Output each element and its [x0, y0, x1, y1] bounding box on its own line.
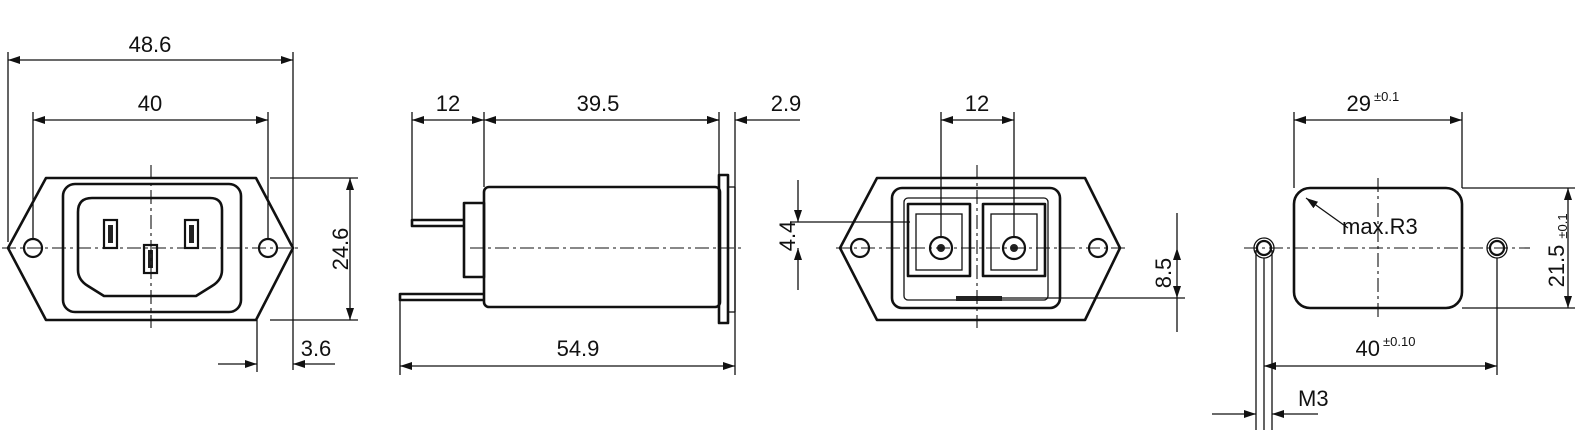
upper-tab — [410, 218, 464, 228]
rear-cap — [462, 201, 486, 279]
dim-flange-depth-label: 2.9 — [771, 91, 802, 116]
earth-pin — [108, 225, 113, 243]
dim-hole-spacing-cutout-label: 40 — [1356, 336, 1380, 361]
dim-total-length-label: 54.9 — [557, 336, 600, 361]
rear-view: 12 4.4 8.5 — [775, 91, 1185, 332]
dim-height-label: 24.6 — [328, 228, 353, 271]
dim-contact-offset-label: 4.4 — [775, 221, 800, 252]
dim-body-length-label: 39.5 — [577, 91, 620, 116]
dim-overall-width-label: 48.6 — [129, 32, 172, 57]
rear-inner-frame — [903, 197, 1049, 301]
dim-thickness-label: 3.6 — [301, 336, 332, 361]
lower-tab — [398, 292, 484, 302]
earth-tab — [956, 296, 1002, 301]
radius-leader — [1305, 197, 1349, 229]
socket-cavity — [76, 196, 224, 298]
dim-hole-spacing-label: 40 — [138, 91, 162, 116]
neutral-pin — [189, 225, 194, 243]
dim-pin-length-label: 12 — [436, 91, 460, 116]
filter-body — [482, 185, 722, 309]
front-view: 48.6 40 24.6 3.6 — [2, 32, 358, 372]
dim-cutout-width-tol: ±0.1 — [1374, 89, 1399, 104]
panel-cutout-view: max.R3 29 ±0.1 21.5 ±0.1 40 ±0.10 M3 — [1212, 89, 1575, 430]
dim-hole-spacing-cutout-tol: ±0.10 — [1383, 334, 1415, 349]
dim-cutout-height-label: 21.5 — [1544, 245, 1569, 288]
dim-cutout-height-tol: ±0.1 — [1555, 213, 1570, 238]
dim-cutout-width-label: 29 — [1347, 91, 1371, 116]
terminal-left — [906, 202, 972, 278]
dim-contact-spacing-label: 12 — [965, 91, 989, 116]
side-view: 12 39.5 2.9 54.9 — [398, 91, 802, 375]
dim-thread-label: M3 — [1298, 386, 1329, 411]
mount-flange — [717, 173, 730, 325]
radius-label: max.R3 — [1342, 214, 1418, 239]
dim-bottom-offset-label: 8.5 — [1151, 258, 1176, 289]
